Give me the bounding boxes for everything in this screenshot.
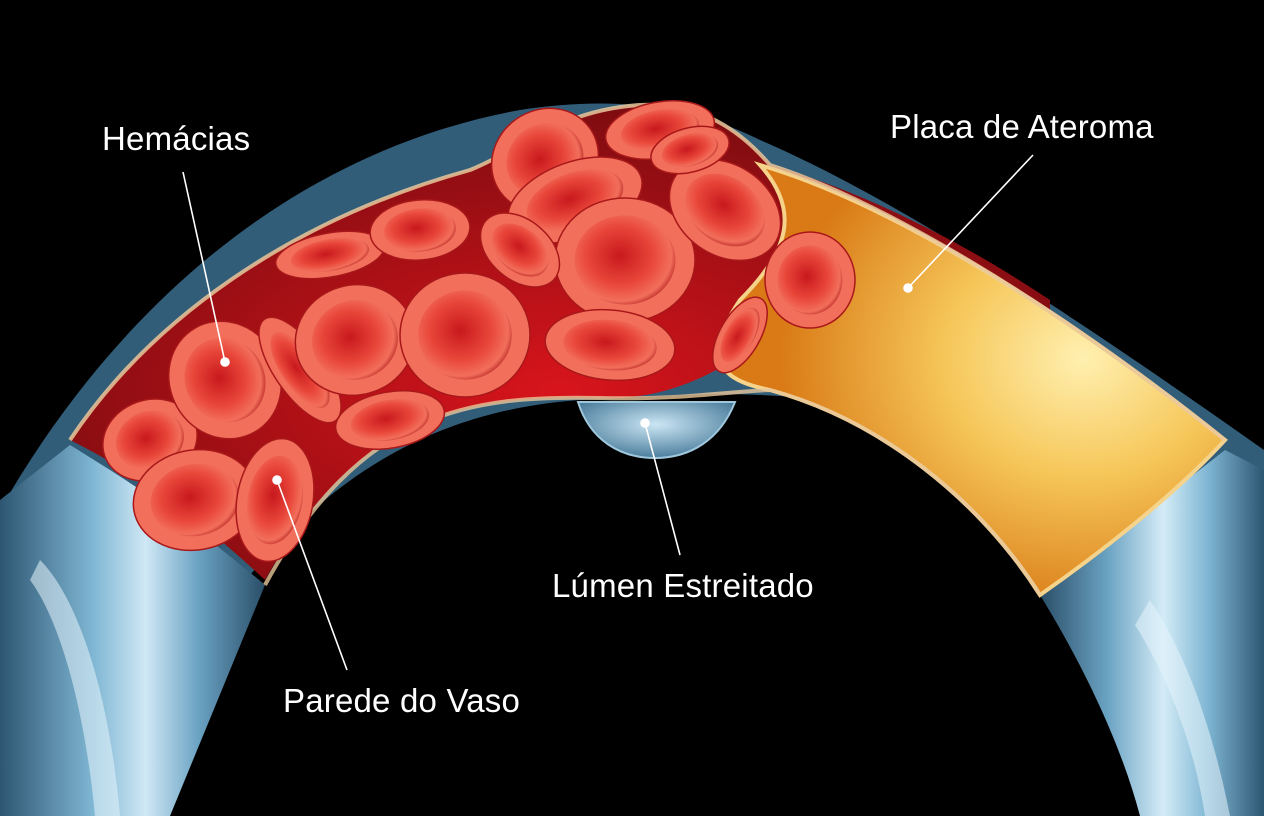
label-narrowed-lumen: Lúmen Estreitado (552, 567, 814, 604)
red-blood-cell (258, 316, 342, 424)
red-blood-cell (764, 231, 856, 329)
red-blood-cell (274, 230, 386, 280)
red-blood-cell (334, 390, 446, 450)
label-vessel-wall: Parede do Vaso (283, 682, 521, 719)
leader-dot-lumen (640, 418, 650, 428)
label-atheroma-plaque: Placa de Ateroma (890, 108, 1154, 145)
leader-line-parede (276, 479, 348, 671)
red-blood-cell (479, 212, 561, 288)
red-blood-cells (102, 100, 856, 563)
leader-dot-parede (272, 475, 282, 485)
red-blood-cell (544, 308, 676, 382)
vessel-right-highlight (1135, 600, 1230, 816)
red-blood-cell (668, 158, 782, 262)
leader-dot-hemacias (220, 357, 230, 367)
red-blood-cell (399, 272, 531, 398)
leader-line-placa (907, 154, 1034, 289)
leader-line-hemacias (182, 171, 226, 363)
leader-line-lumen (644, 422, 681, 556)
leader-dot-placa (903, 283, 913, 293)
red-blood-cell (294, 283, 416, 397)
vessel-left-highlight (30, 560, 120, 816)
red-blood-cell (132, 448, 258, 552)
label-red-blood-cells: Hemácias (102, 120, 251, 157)
red-blood-cell (712, 296, 768, 374)
red-blood-cell (650, 125, 730, 175)
leader-lines (182, 154, 1034, 671)
red-blood-cell (369, 199, 471, 261)
narrowed-lumen-bulge (576, 401, 737, 460)
red-blood-cell (235, 437, 315, 563)
vessel-inner-edge-top (68, 102, 1227, 442)
